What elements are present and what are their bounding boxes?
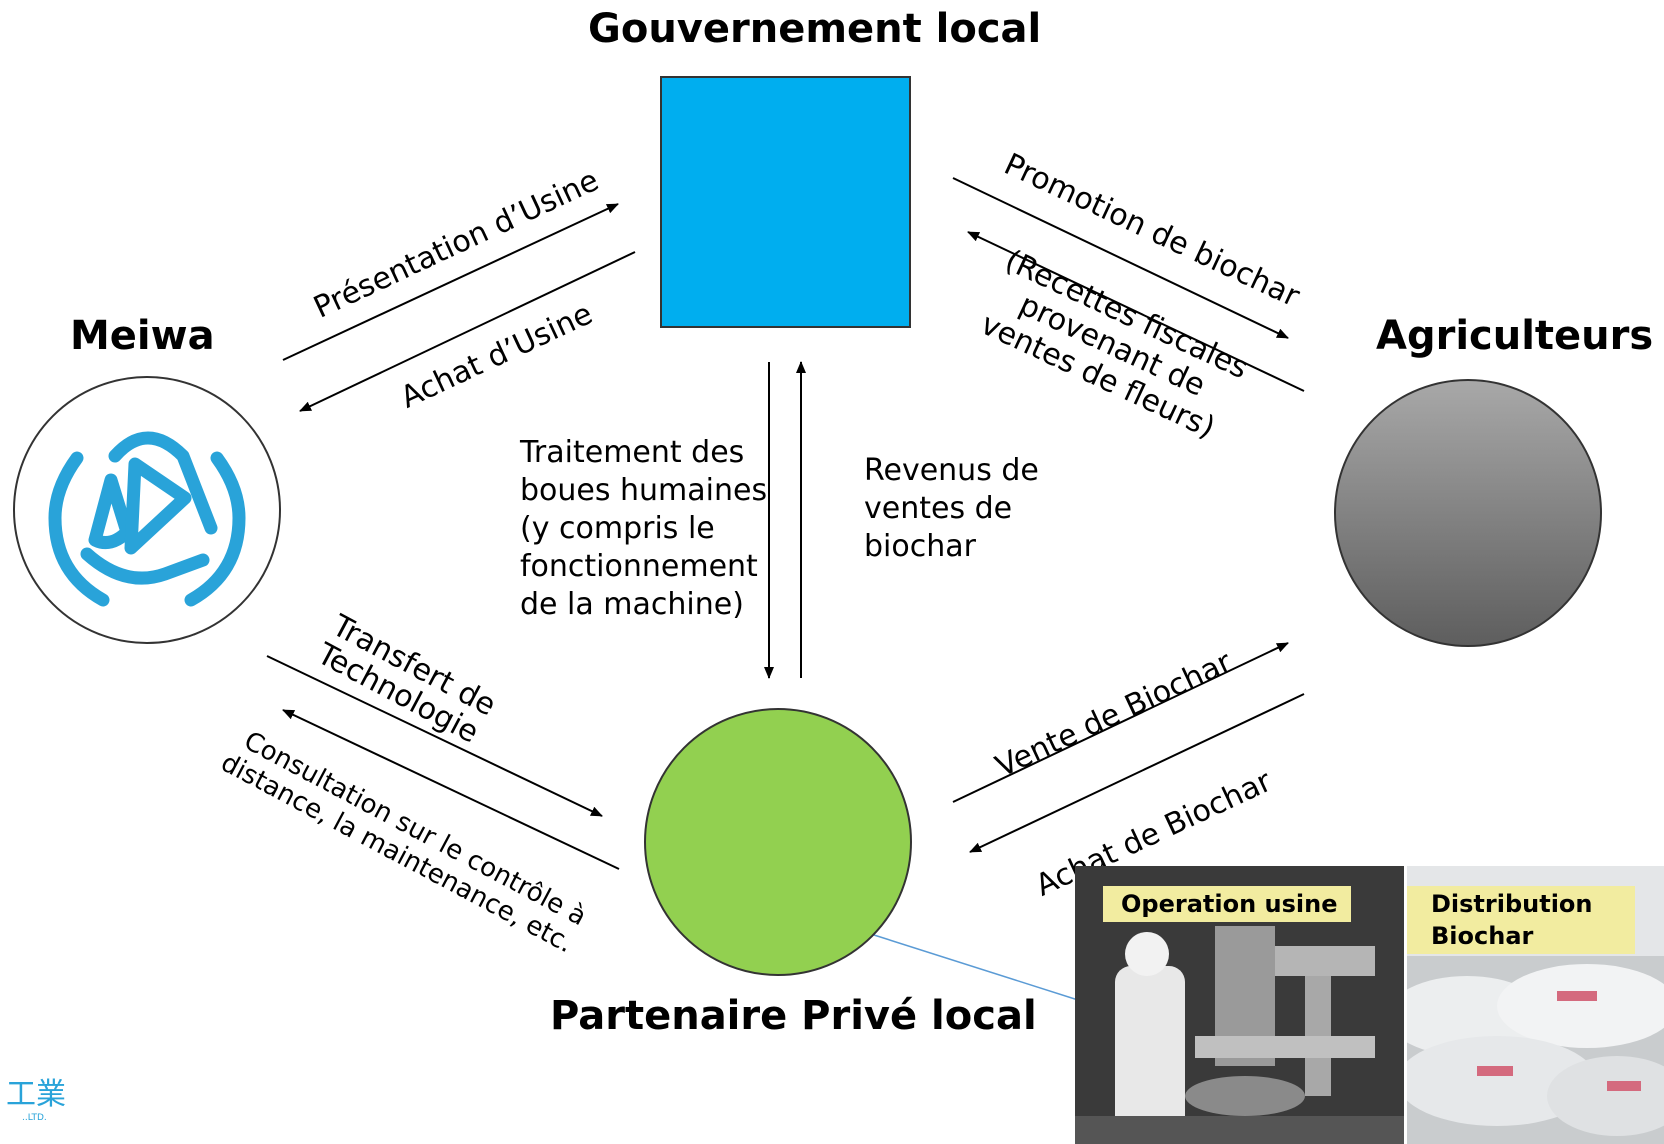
company-mark: 工業 ..LTD. [0, 1078, 66, 1124]
farmers-circle [1334, 379, 1602, 647]
farmers-title: Agriculteurs [1376, 313, 1654, 359]
arrow-plant-purchase [299, 251, 636, 412]
sludge-line-5: de la machine) [520, 587, 744, 622]
government-square [660, 76, 911, 328]
label-biochar-revenue: Revenus de ventes de biochar [864, 452, 1039, 566]
meiwa-title: Meiwa [70, 313, 215, 359]
revenue-line-3: biochar [864, 529, 976, 564]
arrow-tech-transfer [266, 655, 603, 817]
revenue-line-2: ventes de [864, 491, 1013, 526]
company-mark-kanji: 工業 [6, 1077, 66, 1112]
biochar-label-line-1: Distribution [1431, 890, 1593, 918]
sludge-line-4: fonctionnement [520, 549, 758, 584]
biochar-label-line-2: Biochar [1431, 922, 1534, 950]
meiwa-logo-icon [48, 431, 246, 607]
biochar-distribution-photo: Distribution Biochar [1407, 866, 1664, 1144]
sludge-line-2: boues humaines [520, 473, 768, 508]
partner-title: Partenaire Privé local [550, 993, 1037, 1039]
meiwa-circle [13, 376, 281, 644]
biochar-photo-label: Distribution Biochar [1407, 886, 1635, 954]
photo-callout-line [873, 934, 1079, 1001]
arrow-tax-revenue [967, 231, 1305, 392]
plant-operation-photo: Operation usine [1075, 866, 1404, 1144]
partner-circle [644, 708, 912, 976]
revenue-line-1: Revenus de [864, 453, 1039, 488]
sludge-line-1: Traitement des [520, 435, 745, 470]
company-mark-sub: ..LTD. [22, 1113, 47, 1123]
arrow-remote-consultation [282, 709, 620, 870]
sludge-line-3: (y compris le [520, 511, 715, 546]
plant-photo-label: Operation usine [1103, 886, 1352, 922]
label-sludge-treatment: Traitement des boues humaines (y compris… [520, 434, 767, 624]
arrow-biochar-sale [952, 642, 1289, 803]
arrow-biochar-purchase [969, 693, 1305, 853]
government-title: Gouvernement local [588, 6, 1042, 52]
arrow-biochar-promotion [952, 177, 1289, 339]
arrow-plant-presentation [282, 203, 619, 361]
